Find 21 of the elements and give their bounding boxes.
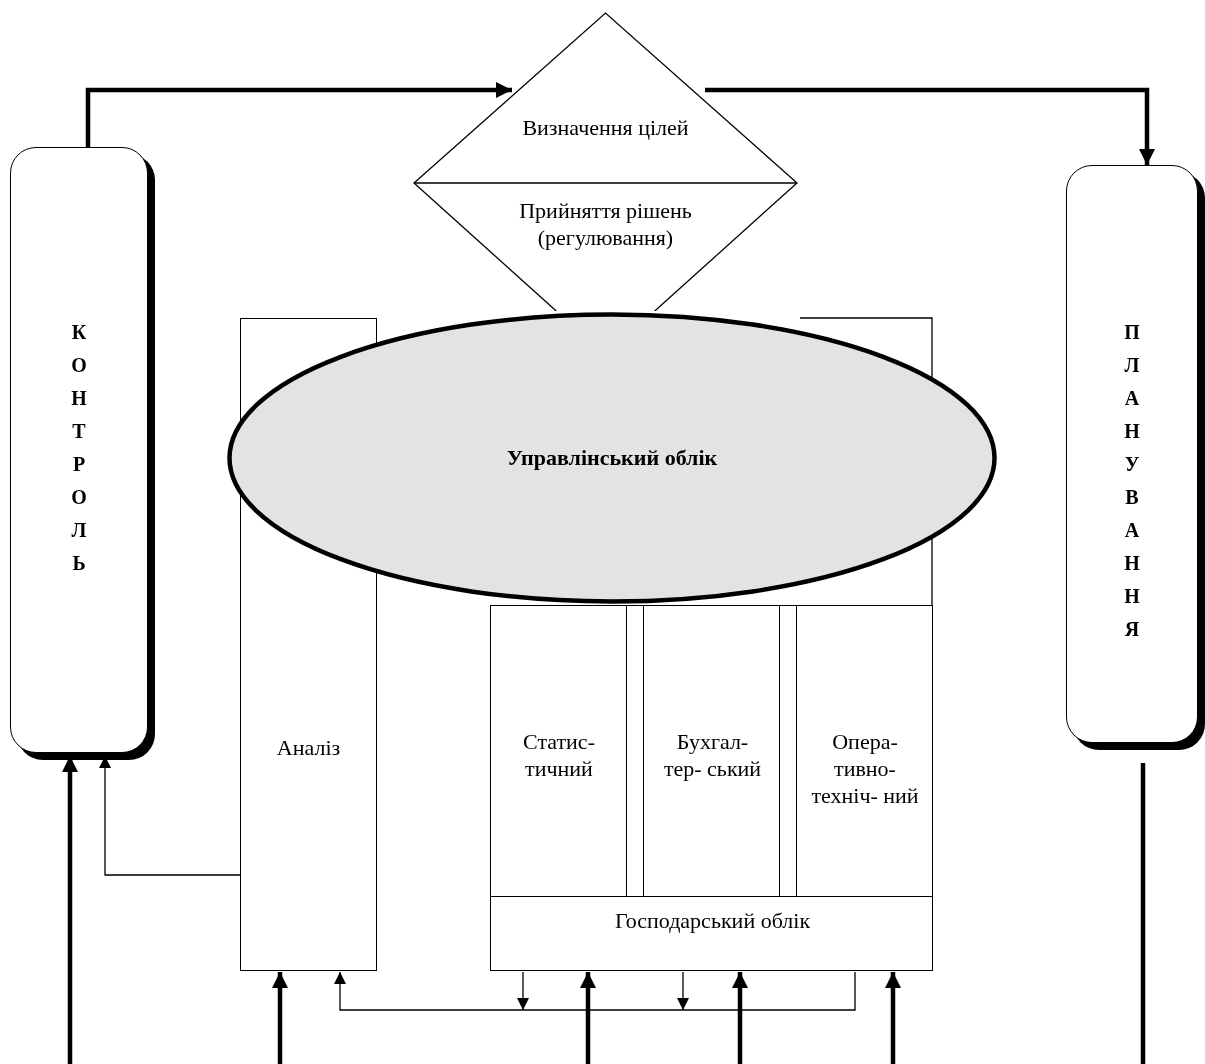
arrow xyxy=(580,972,596,1064)
arrow xyxy=(885,972,901,1064)
ellipse-text: Управлінський облік xyxy=(505,444,719,471)
decision-text: Прийняття рішень (регулювання) xyxy=(518,197,693,251)
decision-diamond xyxy=(413,12,798,311)
vertical-text: КОНТРОЛЬ xyxy=(70,320,88,576)
box-text: Господарський облік xyxy=(613,907,812,934)
column-text: Бухгал- тер- ський xyxy=(662,728,763,782)
vertical-text: ПЛАНУВАННЯ xyxy=(1123,320,1141,642)
goal-text: Визначення цілей xyxy=(521,114,690,141)
ellipse xyxy=(227,312,997,604)
column-text: Статис- тичний xyxy=(522,728,596,782)
arrow xyxy=(732,972,748,1064)
column-box xyxy=(643,606,780,896)
box-text: Аналіз xyxy=(275,734,342,761)
column-text: Опера- тивно- техніч- ний xyxy=(811,728,919,809)
arrow xyxy=(334,971,856,1011)
process-box xyxy=(490,605,933,971)
arrow xyxy=(705,87,1155,165)
arrow xyxy=(272,972,288,1064)
arrow xyxy=(85,82,512,147)
